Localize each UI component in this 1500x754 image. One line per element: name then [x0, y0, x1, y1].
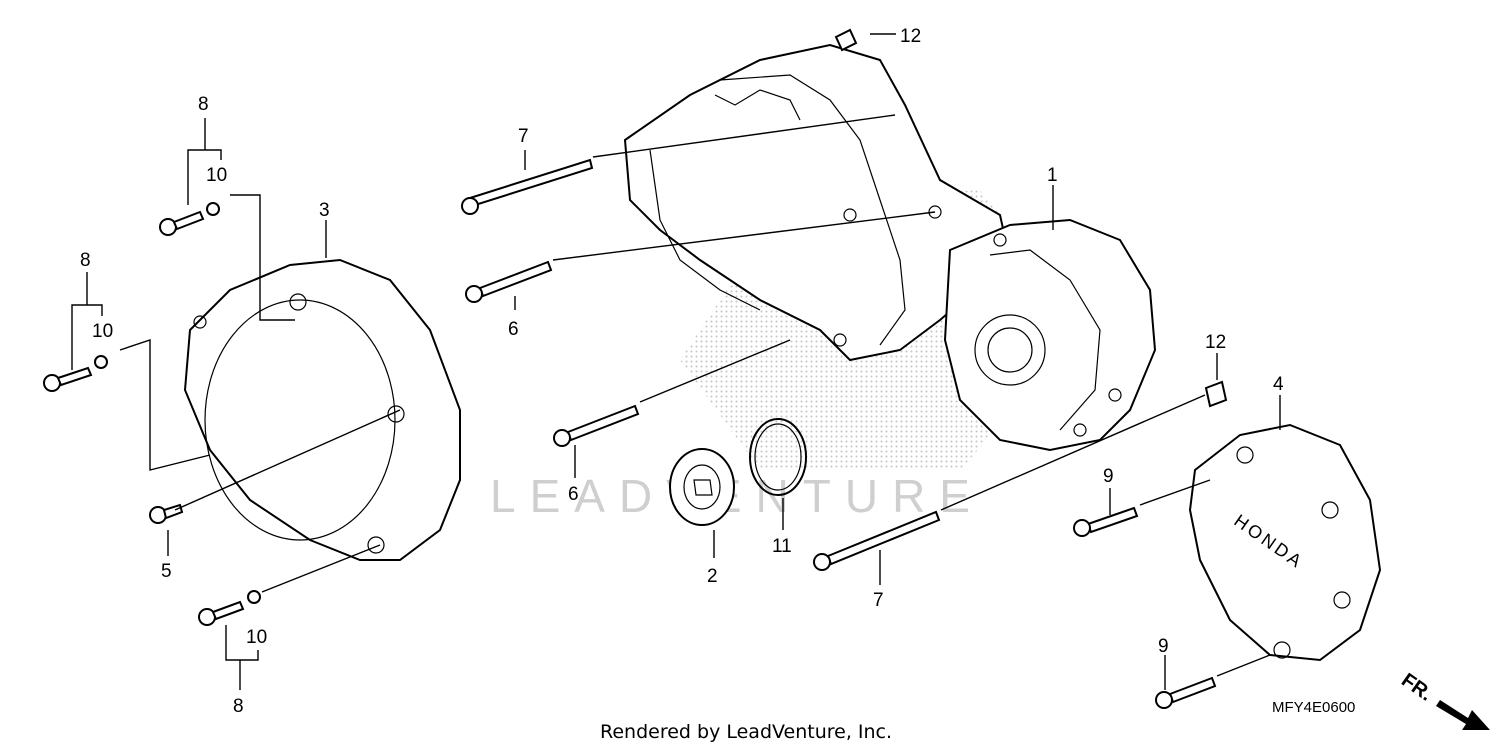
- bolt-8-top: [159, 202, 220, 236]
- bolts: [43, 28, 1228, 709]
- callout-10-bottom: 10: [246, 627, 267, 648]
- callout-8-top: 8: [198, 94, 209, 115]
- callout-6-mid: 6: [568, 484, 579, 505]
- watermark-text: LEADVENTURE: [490, 470, 984, 522]
- callout-3: 3: [319, 200, 330, 221]
- bolt-8-mid: [43, 355, 108, 392]
- bolt-5: [149, 503, 184, 524]
- bolt-6-mid: [553, 404, 640, 447]
- direction-label: FR.: [1397, 669, 1436, 706]
- front-direction-indicator: FR.: [1397, 669, 1490, 730]
- bolt-7-bottom: [813, 510, 941, 571]
- callout-2: 2: [707, 566, 718, 587]
- callout-8-bottom: 8: [233, 696, 244, 717]
- part-4-honda-cover: HONDA: [1188, 423, 1382, 662]
- callout-9-bottom: 9: [1158, 636, 1169, 657]
- arrow-icon: [1436, 700, 1490, 730]
- bolt-7-top: [461, 158, 594, 215]
- callout-5: 5: [161, 561, 172, 582]
- callout-1: 1: [1047, 165, 1058, 186]
- callout-12-top: 12: [900, 26, 921, 47]
- callout-7-top: 7: [518, 126, 529, 147]
- bolt-9-top: [1073, 506, 1139, 537]
- callouts: 1 2 3 4 5 6 6 7 7 8 8 8 9 9 10 10 10 11 …: [80, 26, 1284, 717]
- dowel-pin-12-top: [834, 28, 858, 52]
- callout-12-right: 12: [1205, 332, 1226, 353]
- callout-11: 11: [772, 536, 792, 557]
- callout-9-top: 9: [1103, 466, 1114, 487]
- bolt-6-top: [465, 260, 553, 303]
- part-3-left-cover: [183, 258, 461, 561]
- bolt-8-bottom: [198, 590, 261, 626]
- callout-6-top: 6: [508, 319, 519, 340]
- callout-4: 4: [1273, 374, 1284, 395]
- callout-7-bottom: 7: [873, 590, 884, 611]
- diagram-code: MFY4E0600: [1272, 699, 1355, 716]
- dowel-pin-12-right: [1204, 380, 1228, 408]
- part-1-clutch-cover: [943, 218, 1157, 452]
- part-11-o-ring: [749, 418, 807, 496]
- callout-10-mid: 10: [92, 321, 113, 342]
- callout-8-mid: 8: [80, 250, 91, 271]
- bolt-9-bottom: [1155, 676, 1217, 709]
- callout-10-top: 10: [206, 165, 227, 186]
- part-2-cap: [669, 448, 735, 526]
- footer-credit: Rendered by LeadVenture, Inc.: [600, 721, 892, 743]
- leader-lines: [71, 33, 1281, 690]
